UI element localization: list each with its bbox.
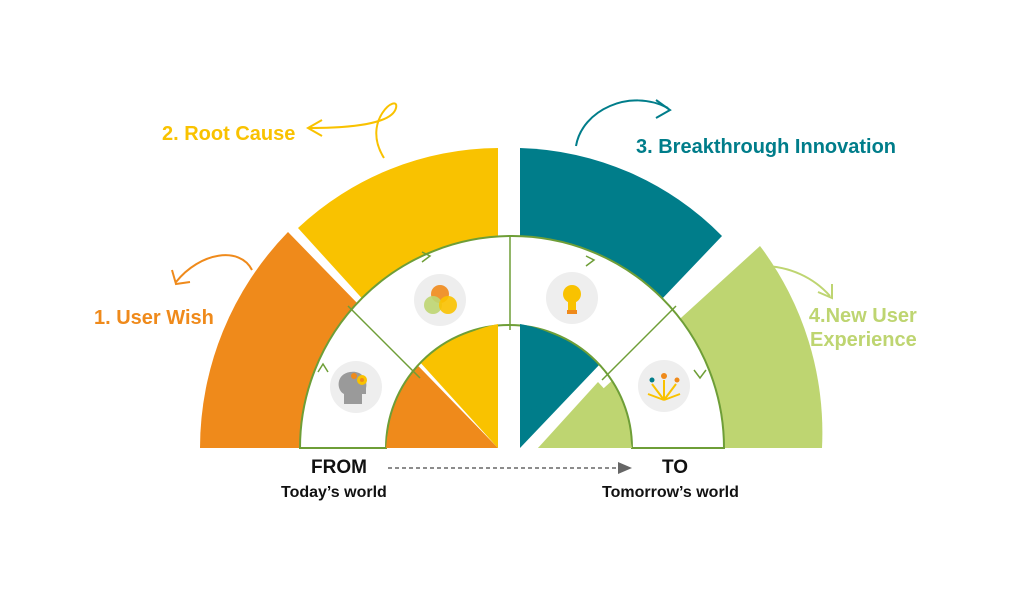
stage-label-root-cause: 2. Root Cause	[162, 123, 296, 145]
arrow-root-cause-head	[305, 119, 323, 137]
arrow-new-experience	[761, 265, 831, 297]
arrow-new-experience-head	[817, 284, 833, 300]
segment-root-cause-inner	[426, 324, 498, 448]
stage-label-user-wish: 1. User Wish	[94, 307, 214, 329]
segment-breakthrough-inner	[520, 324, 594, 418]
arrow-user-wish	[175, 254, 253, 283]
stage-label-new-experience-line1: 4.New User	[808, 305, 917, 327]
from-label: FROM	[311, 457, 367, 478]
stage-arrows	[171, 99, 833, 300]
stage-label-breakthrough: 3. Breakthrough Innovation	[636, 136, 897, 158]
fireworks-icon	[638, 360, 690, 412]
from-sublabel: Today’s world	[281, 484, 387, 501]
segment-user-wish-inner	[386, 372, 482, 448]
arrow-breakthrough	[575, 99, 669, 147]
segment-new-experience-inner	[538, 382, 632, 448]
head-gear-icon	[330, 361, 382, 413]
to-sublabel: Tomorrow’s world	[602, 484, 739, 501]
arrow-user-wish-head	[171, 269, 191, 286]
from-to-arrow-head	[618, 462, 632, 474]
venn-circles-icon	[414, 274, 466, 326]
lightbulb-icon	[546, 272, 598, 324]
band-guide-lines	[317, 236, 707, 381]
stage-label-new-experience: 4.New User Experience	[806, 304, 917, 352]
arrow-root-cause	[309, 102, 398, 159]
stage-label-new-experience-line2: Experience	[810, 329, 917, 351]
arrow-breakthrough-head	[655, 99, 672, 119]
journey-band	[298, 235, 726, 449]
to-label: TO	[662, 457, 689, 478]
